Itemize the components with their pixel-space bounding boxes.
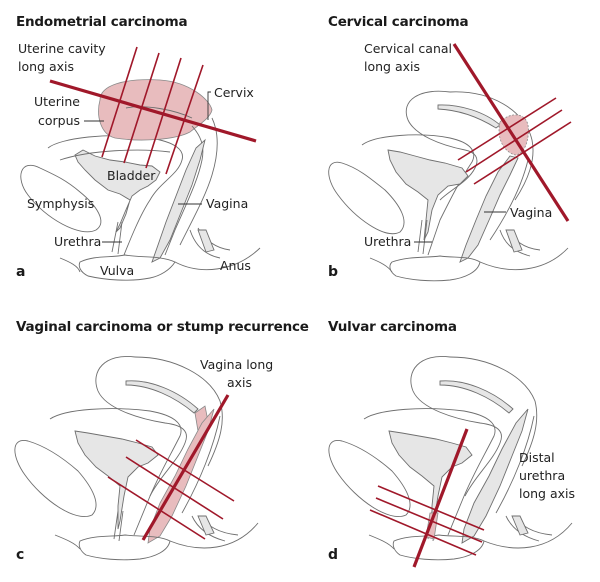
panel-title: Vaginal carcinoma or stump recurrence xyxy=(16,319,309,335)
vagina-shape xyxy=(151,138,206,263)
panel-vulvar-carcinoma: Vulvar carcinoma Distal urethra long axi… xyxy=(300,291,600,582)
uterine-cavity xyxy=(439,380,514,414)
bladder-outline xyxy=(361,134,475,256)
pelvis-diagram: Distal urethra long axis xyxy=(328,356,575,568)
label-axis-line1: Distal xyxy=(519,450,555,465)
label-axis-line2: long axis xyxy=(18,59,74,74)
uterus-outline xyxy=(95,356,187,497)
vulva-outline xyxy=(392,534,485,561)
label-vulva: Vulva xyxy=(100,263,134,278)
bladder-outline xyxy=(49,408,182,536)
panel-vaginal-carcinoma: Vaginal carcinoma or stump recurrence Va… xyxy=(0,291,309,582)
rectum-outline xyxy=(499,229,541,257)
panel-letter: a xyxy=(16,264,26,280)
symphysis-outline xyxy=(20,164,102,233)
slice-line xyxy=(377,485,485,531)
label-anus: Anus xyxy=(220,258,251,273)
rectum-outline xyxy=(191,515,239,542)
label-vagina: Vagina xyxy=(206,196,248,211)
uterus-outline xyxy=(410,356,502,497)
cervical-canal-long-axis xyxy=(452,43,570,222)
distal-urethra-long-axis xyxy=(412,428,469,568)
bladder-outline xyxy=(47,135,183,256)
uterus-outline xyxy=(405,90,478,201)
panel-title: Endometrial carcinoma xyxy=(16,14,188,30)
bladder-shape xyxy=(74,149,161,233)
label-axis-line2: urethra xyxy=(519,468,565,483)
label-vagina: Vagina xyxy=(510,205,552,220)
slice-line xyxy=(465,109,563,173)
slice-line xyxy=(375,497,483,543)
vagina-shape xyxy=(459,155,519,263)
bladder-shape xyxy=(387,149,469,241)
vagina-long-axis xyxy=(141,394,230,541)
panel-title: Vulvar carcinoma xyxy=(328,319,457,335)
label-urethra: Urethra xyxy=(364,234,411,249)
uterine-corpus-tumor xyxy=(98,79,213,141)
label-uterine: Uterine xyxy=(34,94,80,109)
label-axis-line1: Vagina long xyxy=(200,357,273,372)
bladder-outline xyxy=(363,408,496,536)
cervix-outline xyxy=(164,125,204,256)
uterine-cavity-long-axis xyxy=(49,79,257,143)
panel-title: Cervical carcinoma xyxy=(328,14,469,30)
panel-letter: d xyxy=(328,547,339,563)
vulva-outline xyxy=(389,255,481,282)
panel-endometrial-carcinoma: Endometrial carcinoma Uterine cavity lon… xyxy=(0,0,300,291)
label-bladder: Bladder xyxy=(107,168,156,183)
label-urethra: Urethra xyxy=(54,234,101,249)
urethra-outline xyxy=(111,221,123,255)
label-axis-line1: Cervical canal xyxy=(364,41,452,56)
vagina-shape xyxy=(461,408,529,544)
vulva-outline xyxy=(78,254,176,281)
slice-line xyxy=(369,509,477,556)
label-axis-line3: long axis xyxy=(519,486,575,501)
symphysis-outline xyxy=(328,440,411,517)
uterine-cavity xyxy=(437,104,501,129)
vulva-outline xyxy=(78,534,171,561)
pelvis-diagram: Vagina long axis xyxy=(14,356,273,561)
rectum-outline xyxy=(505,515,553,542)
panel-cervical-carcinoma: Cervical carcinoma Cervical canal long a… xyxy=(300,0,600,291)
label-symphysis: Symphysis xyxy=(27,196,94,211)
uterine-cavity xyxy=(125,106,193,119)
bladder-shape xyxy=(74,430,159,530)
label-axis-line2: long axis xyxy=(364,59,420,74)
label-axis-line1: Uterine cavity xyxy=(18,41,106,56)
bladder-shape xyxy=(388,430,473,530)
pelvis-diagram: Uterine cavity long axis Uterine corpus … xyxy=(18,41,261,281)
label-corpus: corpus xyxy=(38,113,80,128)
symphysis-outline xyxy=(328,161,405,234)
panel-letter: c xyxy=(16,547,25,563)
symphysis-outline xyxy=(14,440,97,517)
pelvis-diagram: Cervical canal long axis Vagina Urethra xyxy=(328,41,572,282)
uterine-cavity xyxy=(125,380,199,414)
label-axis-line2: axis xyxy=(227,375,252,390)
label-cervix: Cervix xyxy=(214,85,254,100)
slice-line xyxy=(107,476,206,540)
panel-letter: b xyxy=(328,264,339,280)
